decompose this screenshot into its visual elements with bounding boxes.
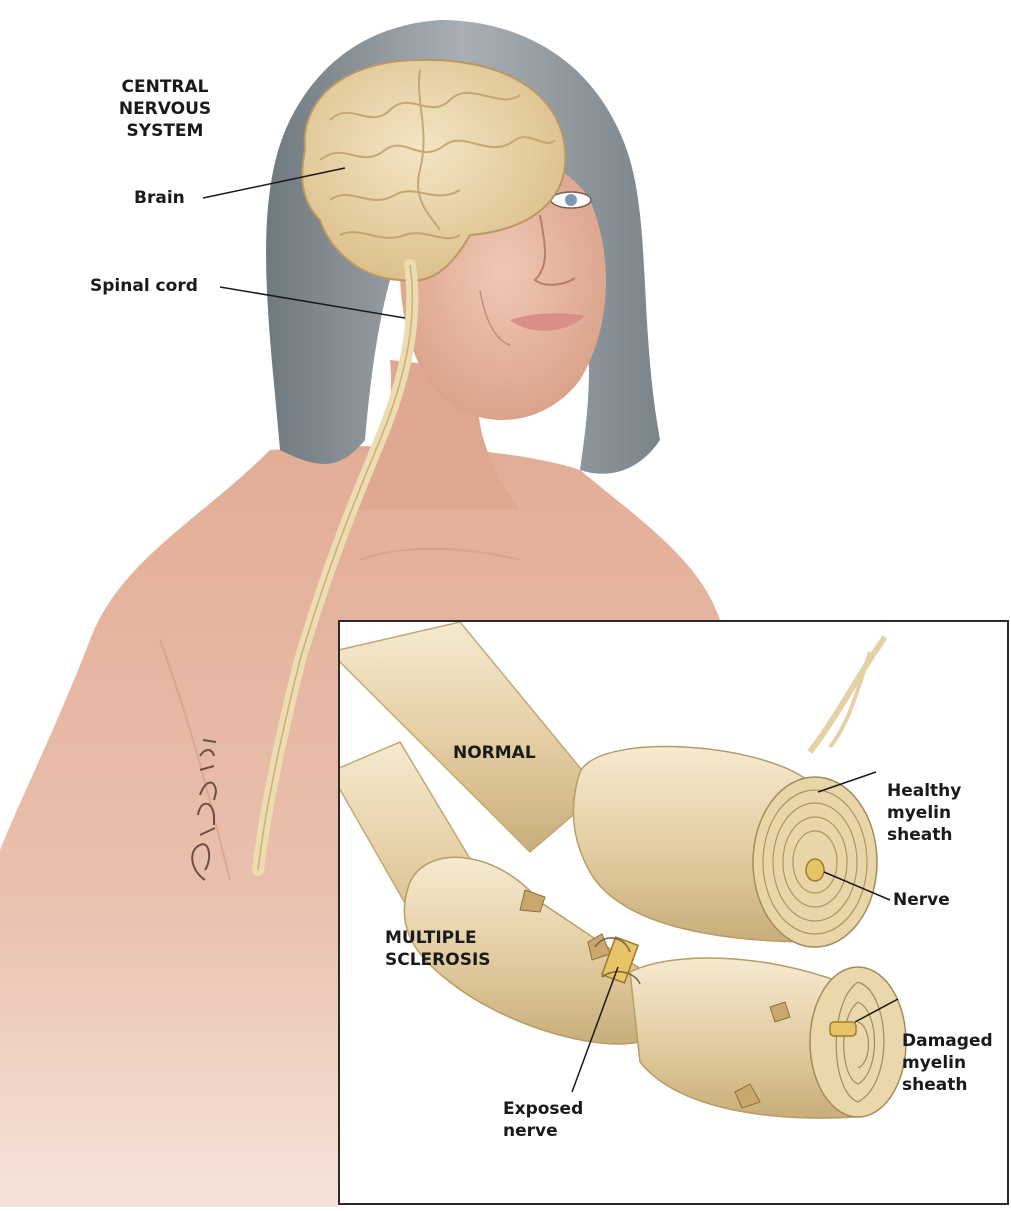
ms-label-line-1: MULTIPLE xyxy=(385,927,491,949)
brain-label: Brain xyxy=(134,187,185,209)
damaged-myelin-sheath xyxy=(810,967,906,1117)
healthy-myelin-line-1: Healthy xyxy=(887,780,961,802)
exposed-nerve-line-2: nerve xyxy=(503,1120,583,1142)
nerve-label: Nerve xyxy=(893,889,950,911)
system-title-line-2: NERVOUS xyxy=(105,98,225,120)
nerve-core xyxy=(806,859,824,881)
inset-panel: NORMAL MULTIPLE SCLEROSIS Healthy myelin… xyxy=(338,620,1009,1205)
system-title: CENTRAL NERVOUS SYSTEM xyxy=(105,76,225,142)
damaged-myelin-line-3: sheath xyxy=(902,1074,993,1096)
exposed-nerve-label: Exposed nerve xyxy=(503,1098,583,1142)
healthy-myelin-line-3: sheath xyxy=(887,824,961,846)
healthy-myelin-line-2: myelin xyxy=(887,802,961,824)
inset-drawing xyxy=(340,622,1009,1205)
damaged-myelin-label: Damaged myelin sheath xyxy=(902,1030,993,1096)
exposed-nerve-line-1: Exposed xyxy=(503,1098,583,1120)
ms-label: MULTIPLE SCLEROSIS xyxy=(385,927,491,971)
damaged-myelin-line-1: Damaged xyxy=(902,1030,993,1052)
healthy-myelin-label: Healthy myelin sheath xyxy=(887,780,961,846)
normal-label: NORMAL xyxy=(453,742,536,764)
spinal-cord-label: Spinal cord xyxy=(90,275,198,297)
ms-label-line-2: SCLEROSIS xyxy=(385,949,491,971)
system-title-line-3: SYSTEM xyxy=(105,120,225,142)
system-title-line-1: CENTRAL xyxy=(105,76,225,98)
damaged-myelin-line-2: myelin xyxy=(902,1052,993,1074)
